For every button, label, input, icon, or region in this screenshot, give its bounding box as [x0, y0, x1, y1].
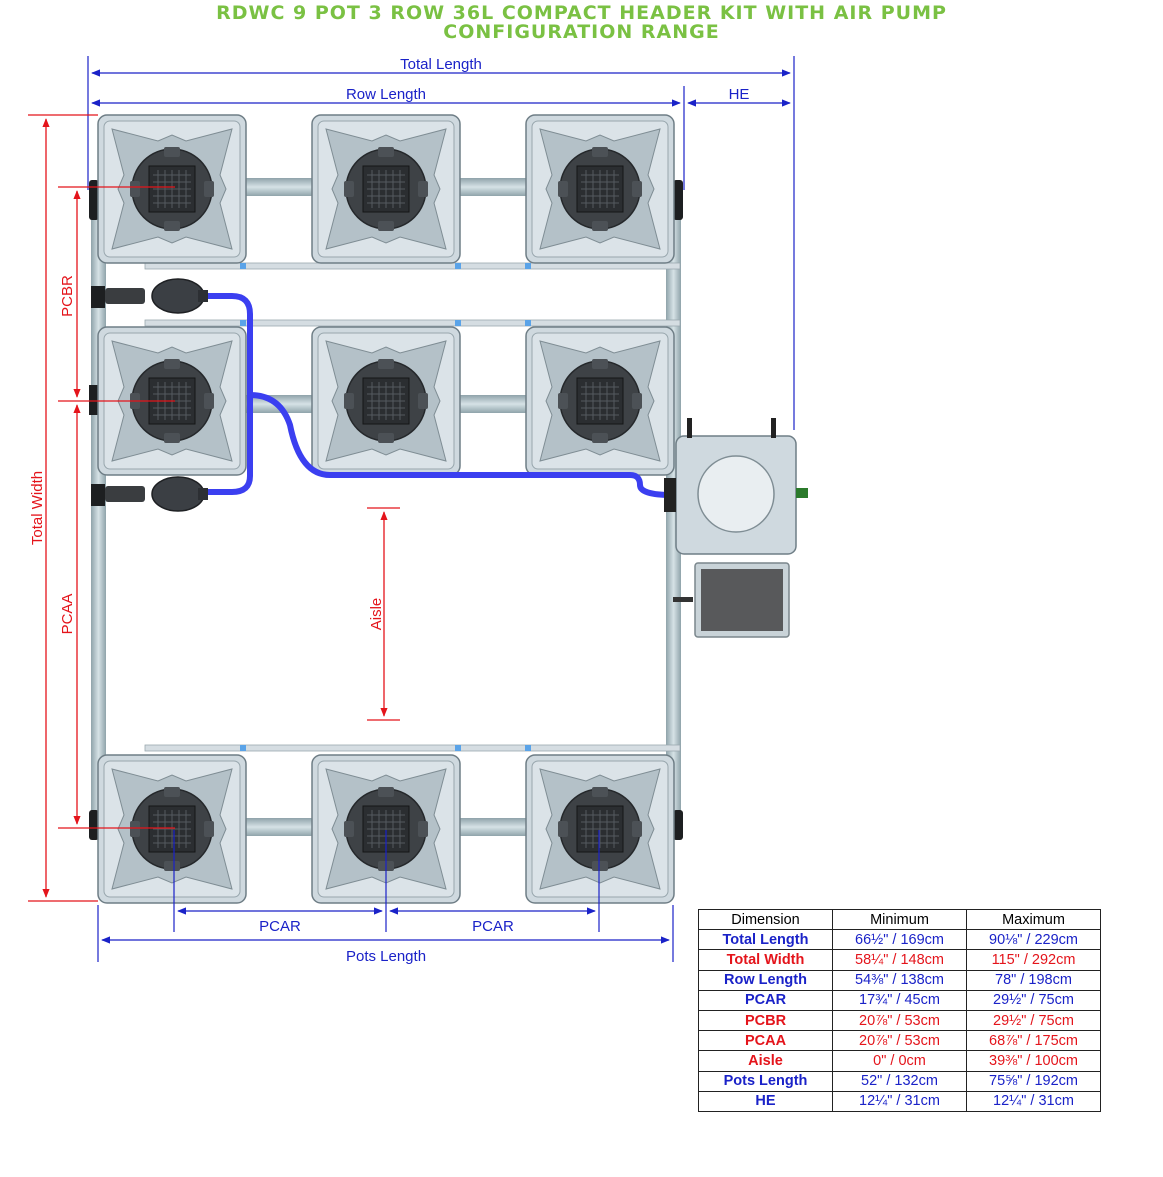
cell-max: 29½" / 75cm: [966, 1009, 1101, 1032]
pot-row2-3: [525, 326, 675, 476]
table-header-row: Dimension Minimum Maximum: [698, 908, 1101, 931]
label-total-width: Total Width: [29, 471, 46, 545]
title-line-1: RDWC 9 POT 3 ROW 36L COMPACT HEADER KIT …: [216, 2, 947, 24]
pot-row1-2: [311, 114, 461, 264]
cell-min: 66½" / 169cm: [832, 929, 967, 951]
header-dimension: Dimension: [698, 908, 833, 931]
air-hose: [200, 293, 673, 498]
header-minimum: Minimum: [832, 908, 967, 931]
pump-left-top: [91, 278, 208, 314]
cell-name: HE: [698, 1090, 833, 1112]
pot-row1-3: [525, 114, 675, 264]
cell-max: 29½" / 75cm: [966, 989, 1101, 1011]
pot-row3-1: [97, 754, 247, 904]
cell-max: 39⅜" / 100cm: [966, 1050, 1101, 1072]
title-line-2: CONFIGURATION RANGE: [443, 21, 720, 43]
label-row-length: Row Length: [346, 86, 426, 103]
cell-min: 58¼" / 148cm: [832, 949, 967, 971]
cell-max: 68⅞" / 175cm: [966, 1030, 1101, 1052]
cell-max: 78" / 198cm: [966, 969, 1101, 991]
air-pump-box: [694, 562, 790, 638]
cell-max: 12¼" / 31cm: [966, 1090, 1101, 1112]
dimension-lines: [28, 56, 795, 962]
cell-min: 54⅜" / 138cm: [832, 969, 967, 991]
cell-min: 20⅞" / 53cm: [832, 1030, 967, 1052]
cell-min: 17¾" / 45cm: [832, 989, 967, 1011]
cell-name: PCAA: [698, 1030, 833, 1052]
pot-row1-1: [97, 114, 247, 264]
cell-name: Aisle: [698, 1050, 833, 1072]
header-tank: [664, 418, 808, 555]
pump-left-bottom: [91, 476, 208, 512]
label-pcbr: PCBR: [59, 275, 76, 317]
cell-min: 52" / 132cm: [832, 1070, 967, 1092]
label-he: HE: [729, 86, 750, 103]
label-aisle: Aisle: [368, 598, 385, 631]
cell-name: Total Length: [698, 929, 833, 951]
cell-min: 20⅞" / 53cm: [832, 1009, 967, 1032]
label-pcaa: PCAA: [59, 594, 76, 635]
header-maximum: Maximum: [966, 908, 1101, 931]
cell-name: Row Length: [698, 969, 833, 991]
label-pcar-2: PCAR: [472, 918, 514, 935]
cell-min: 0" / 0cm: [832, 1050, 967, 1072]
pot-row3-3: [525, 754, 675, 904]
cell-max: 115" / 292cm: [966, 949, 1101, 971]
cell-name: Total Width: [698, 949, 833, 971]
label-total-length: Total Length: [400, 56, 482, 73]
cell-name: PCAR: [698, 989, 833, 1011]
cell-max: 90⅛" / 229cm: [966, 929, 1101, 951]
cell-name: PCBR: [698, 1009, 833, 1032]
cell-min: 12¼" / 31cm: [832, 1090, 967, 1112]
pot-row2-2: [311, 326, 461, 476]
label-pcar-1: PCAR: [259, 918, 301, 935]
cell-name: Pots Length: [698, 1070, 833, 1092]
cell-max: 75⅝" / 192cm: [966, 1070, 1101, 1092]
label-pots-length: Pots Length: [346, 948, 426, 965]
